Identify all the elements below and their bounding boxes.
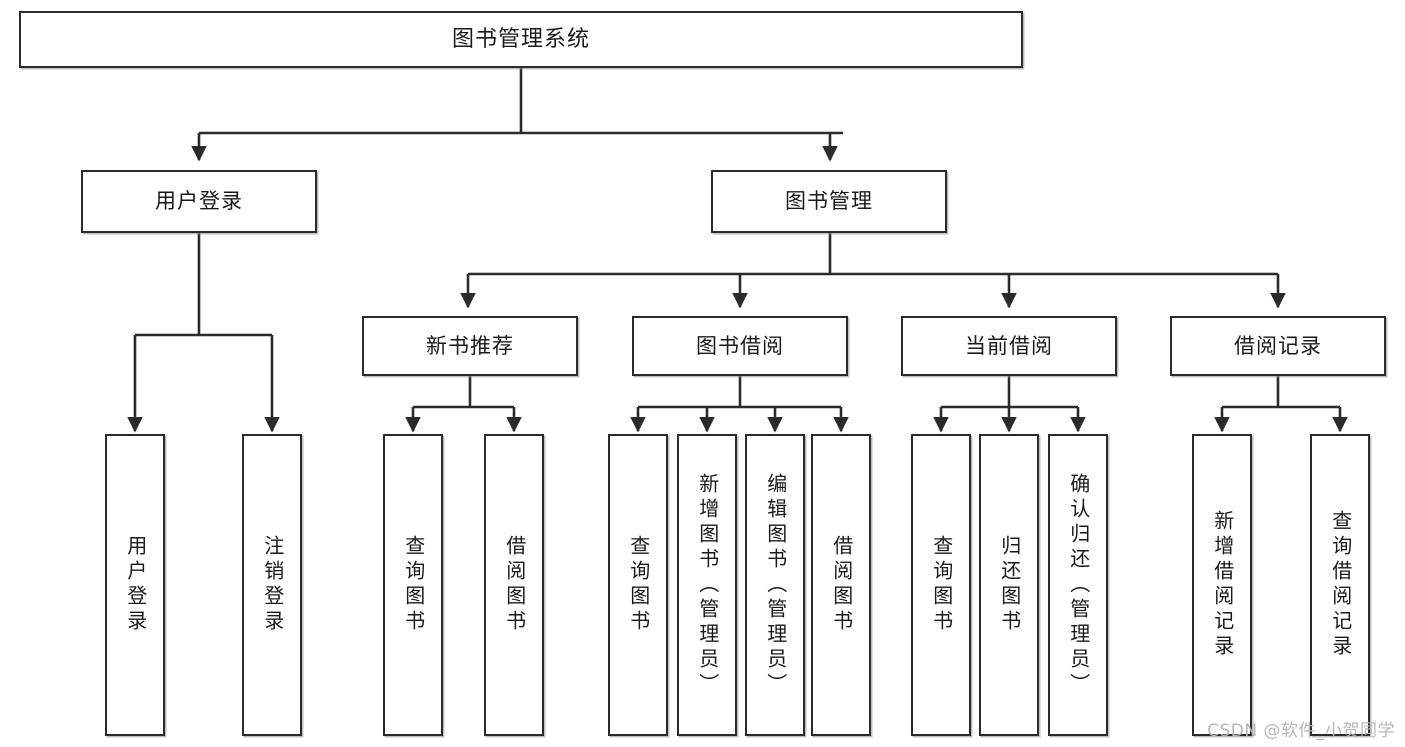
node-borrow-record[interactable]: 借阅记录 [1170, 316, 1386, 376]
node-label: 查询图书 [401, 535, 426, 635]
node-label: 图书管理系统 [451, 26, 590, 52]
node-book-management[interactable]: 图书管理 [711, 170, 947, 233]
node-label: 新书推荐 [426, 333, 514, 358]
leaf-borrow-borrow-book[interactable]: 借阅图书 [811, 434, 871, 736]
node-label: 借阅记录 [1234, 333, 1322, 358]
leaf-borrow-add-book-admin[interactable]: 新增图书（管理员） [677, 434, 737, 736]
node-label: 查询图书 [929, 535, 954, 635]
node-label: 编辑图书（管理员） [763, 472, 788, 698]
leaf-record-query-record[interactable]: 查询借阅记录 [1310, 434, 1370, 736]
node-book-borrow[interactable]: 图书借阅 [632, 316, 848, 376]
node-label: 图书借阅 [696, 333, 784, 358]
leaf-current-return-book[interactable]: 归还图书 [979, 434, 1039, 736]
node-label: 归还图书 [997, 535, 1022, 635]
node-new-book-recommend[interactable]: 新书推荐 [362, 316, 578, 376]
node-label: 注销登录 [260, 535, 285, 635]
node-label: 新增图书（管理员） [695, 472, 720, 698]
node-current-borrow[interactable]: 当前借阅 [901, 316, 1117, 376]
node-label: 用户登录 [123, 535, 148, 635]
leaf-borrow-query-book[interactable]: 查询图书 [608, 434, 668, 736]
node-label: 图书管理 [785, 189, 873, 214]
leaf-current-query-book[interactable]: 查询图书 [911, 434, 971, 736]
leaf-current-confirm-return-admin[interactable]: 确认归还（管理员） [1048, 434, 1108, 736]
leaf-user-login-signout[interactable]: 注销登录 [242, 434, 302, 736]
node-label: 新增借阅记录 [1210, 510, 1235, 660]
node-label: 当前借阅 [965, 333, 1053, 358]
node-label: 用户登录 [155, 189, 243, 214]
leaf-recommend-borrow-book[interactable]: 借阅图书 [484, 434, 544, 736]
node-user-login[interactable]: 用户登录 [81, 170, 317, 233]
node-label: 借阅图书 [502, 535, 527, 635]
leaf-recommend-query-book[interactable]: 查询图书 [383, 434, 443, 736]
leaf-record-add-record[interactable]: 新增借阅记录 [1192, 434, 1252, 736]
node-root-system[interactable]: 图书管理系统 [19, 11, 1023, 68]
node-label: 查询图书 [626, 535, 651, 635]
leaf-borrow-edit-book-admin[interactable]: 编辑图书（管理员） [745, 434, 805, 736]
node-label: 查询借阅记录 [1328, 510, 1353, 660]
node-label: 确认归还（管理员） [1066, 472, 1091, 698]
node-label: 借阅图书 [829, 535, 854, 635]
leaf-user-login-signin[interactable]: 用户登录 [105, 434, 165, 736]
